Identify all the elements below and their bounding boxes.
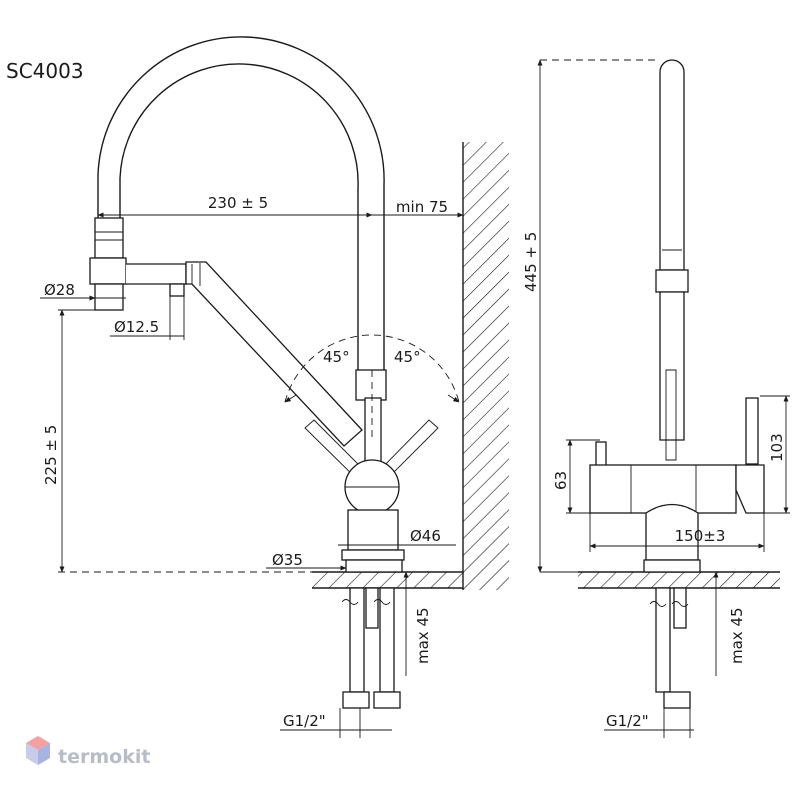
dim-connection-side: G1/2" [280,708,392,738]
dim-wall: min 75 [372,198,464,218]
aerator-diameter-label: Ø12.5 [114,318,159,336]
handle-height-label: 103 [768,433,786,462]
dim-reach: 230 ± 5 [97,194,373,218]
body-diameter-label: Ø46 [410,527,441,545]
side-view: 230 ± 5 min 75 Ø28 Ø12.5 45° 45° 2 [40,36,509,738]
dim-total-height: 445 + 5 [522,59,660,573]
faucet-body-side [341,369,405,573]
handles-front [595,397,759,467]
front-view: 445 + 5 103 63 150±3 max 45 [522,59,790,738]
connection-front-label: G1/2" [606,712,649,730]
wall-clearance-label: min 75 [396,198,448,216]
base-diameter-label: Ø35 [272,551,303,569]
connection-side-label: G1/2" [283,712,326,730]
swivel-right-label: 45° [394,348,421,366]
dim-aerator: Ø12.5 [110,296,185,340]
model-label: SC4003 [6,59,84,83]
total-height-label: 445 + 5 [522,232,540,292]
spout-head [89,217,187,311]
swivel-left-label: 45° [323,348,350,366]
spout-diameter-label: Ø28 [44,281,75,299]
brand-text: termokit [58,746,150,768]
spout-tube-front [655,59,689,461]
hoses-side [341,587,401,709]
countertop-side [312,571,464,589]
dim-height-under-spout: 225 ± 5 [42,309,312,573]
dim-connection-front: G1/2" [604,708,694,738]
reach-label: 230 ± 5 [208,194,268,212]
countertop-front [578,571,780,589]
dim-max-countertop-front: max 45 [710,571,746,676]
wall [462,142,509,590]
dim-max-countertop-side: max 45 [400,571,432,676]
body-width-label: 150±3 [675,527,726,545]
dim-body-width: 150±3 [589,513,765,552]
dim-body-diameter: Ø46 [338,510,456,546]
body-height-label: 63 [552,471,570,490]
dim-handle-height: 103 [760,395,790,514]
dim-body-height: 63 [552,439,600,514]
max-countertop-side-label: max 45 [414,607,432,664]
cube-icon [26,736,50,765]
brand-logo: termokit [26,736,150,768]
dim-spout-diameter: Ø28 [40,281,126,301]
max-countertop-front-label: max 45 [728,607,746,664]
faucet-body-front [589,464,765,573]
filter-arm [185,261,363,447]
height-under-spout-label: 225 ± 5 [42,425,60,485]
dim-base-diameter: Ø35 [266,551,347,571]
hose-front [649,587,691,709]
